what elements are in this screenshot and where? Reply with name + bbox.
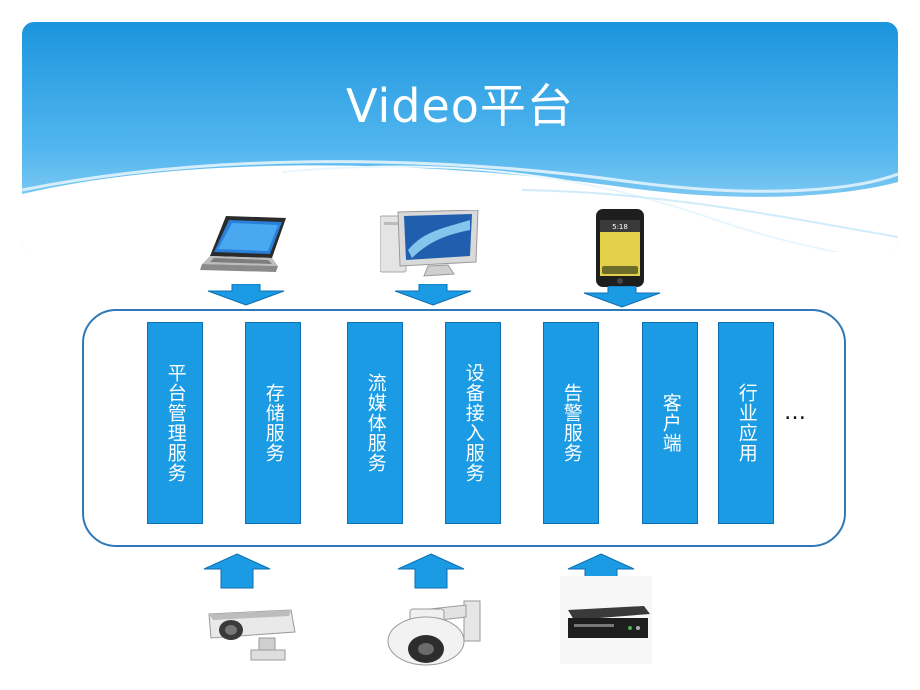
- service-label: 平台管理服务: [164, 363, 187, 483]
- desktop-monitor-icon: [379, 209, 480, 282]
- nvr-recorder-icon: [560, 576, 652, 668]
- service-streaming-media: 流媒体服务: [347, 322, 403, 524]
- service-alarm: 告警服务: [543, 322, 599, 524]
- laptop-icon: [200, 214, 290, 280]
- bullet-camera-icon: [203, 608, 297, 670]
- service-industry-application: 行业应用: [718, 322, 774, 524]
- dome-camera-icon: [380, 597, 484, 673]
- service-storage: 存储服务: [245, 322, 301, 524]
- service-label: 客户端: [659, 393, 682, 453]
- service-platform-management: 平台管理服务: [147, 322, 203, 524]
- service-label: 设备接入服务: [462, 363, 485, 483]
- service-device-access: 设备接入服务: [445, 322, 501, 524]
- more-ellipsis: …: [784, 400, 807, 425]
- smartphone-icon: 5:18: [595, 208, 645, 292]
- down-arrow-icon: [393, 283, 473, 310]
- service-client: 客户端: [642, 322, 698, 524]
- service-label: 告警服务: [560, 383, 583, 463]
- down-arrow-icon: [206, 283, 286, 310]
- service-label: 流媒体服务: [364, 373, 387, 473]
- service-label: 行业应用: [735, 383, 758, 463]
- up-arrow-icon: [396, 553, 466, 593]
- up-arrow-icon: [202, 553, 272, 593]
- down-arrow-icon: [582, 285, 662, 312]
- svg-text:5:18: 5:18: [612, 223, 628, 231]
- page-title: Video平台: [346, 79, 574, 133]
- service-label: 存储服务: [262, 383, 285, 463]
